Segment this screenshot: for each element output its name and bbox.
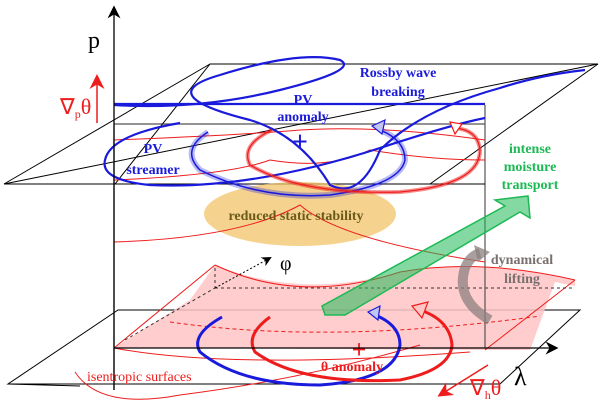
isentropic-surfaces-label: isentropic surfaces xyxy=(87,370,192,385)
axis-label-p: p xyxy=(88,28,100,54)
axis-label-phi: φ xyxy=(280,253,292,275)
rossby-wave-label: Rossby wave breaking xyxy=(360,66,437,100)
svg-text:moisture: moisture xyxy=(504,160,557,175)
moisture-transport-arrow xyxy=(321,195,531,316)
dynamical-lifting-label: dynamical lifting xyxy=(491,253,553,287)
svg-text:PV: PV xyxy=(294,93,313,108)
reduced-stability-label: reduced static stability xyxy=(228,209,363,224)
axes xyxy=(107,5,559,390)
svg-text:streamer: streamer xyxy=(126,163,179,178)
red-circulation-lower xyxy=(250,301,454,383)
pv-anomaly-plus: + xyxy=(292,127,308,158)
vertical-theta-gradient: ∇pθ xyxy=(59,74,105,123)
blue-circulation-lower xyxy=(196,304,402,387)
theta-anomaly-label: θ anomaly xyxy=(321,360,383,375)
red-circulation-upper xyxy=(245,121,483,195)
svg-text:PV: PV xyxy=(144,142,163,157)
pv-streamer-label: PV streamer xyxy=(126,142,179,178)
theta-anomaly-plus: + xyxy=(352,335,367,364)
svg-text:Rossby wave: Rossby wave xyxy=(360,66,437,81)
svg-text:anomaly: anomaly xyxy=(277,110,328,125)
svg-text:lifting: lifting xyxy=(504,272,540,287)
moisture-transport-label: intense moisture transport xyxy=(502,142,559,193)
dynamical-lifting-arrow xyxy=(457,245,493,325)
blue-circulation-upper xyxy=(188,118,409,199)
axis-label-lambda: λ xyxy=(514,362,527,391)
horizontal-theta-gradient: ∇hθ xyxy=(437,364,501,402)
svg-text:∇hθ: ∇hθ xyxy=(469,375,501,402)
reduced-stability-ellipse xyxy=(204,182,396,246)
svg-text:intense: intense xyxy=(509,142,551,157)
svg-text:∇pθ: ∇pθ xyxy=(59,94,91,121)
pv-contours xyxy=(103,56,586,190)
svg-text:transport: transport xyxy=(502,178,559,193)
svg-text:dynamical: dynamical xyxy=(491,253,553,268)
svg-text:breaking: breaking xyxy=(371,85,424,100)
pv-anomaly-label: PV anomaly xyxy=(277,93,328,125)
